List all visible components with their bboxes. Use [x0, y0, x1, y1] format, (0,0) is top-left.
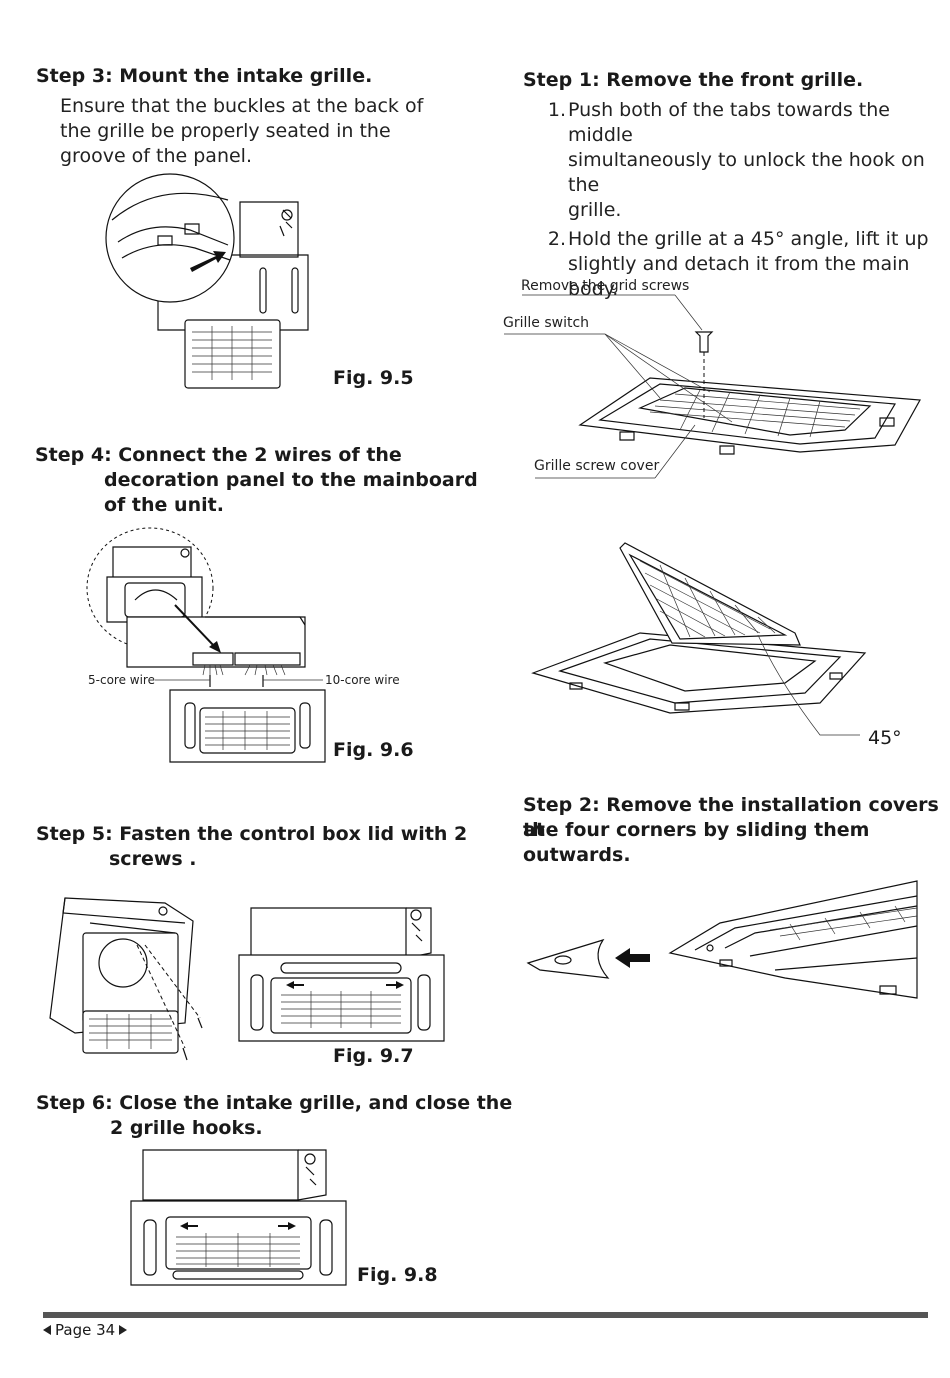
fig-9-7-right-illustration: [236, 903, 446, 1045]
step1-item-2-number: 2.: [547, 228, 566, 250]
step1-item-2-text: Hold the grille at a 45° angle, lift it …: [568, 227, 940, 302]
step1-item-1-line3: grille.: [568, 199, 622, 221]
step5-title-line2: screws .: [109, 848, 197, 870]
fig-9-6-illustration: [85, 525, 325, 765]
step1-item-1-number: 1.: [547, 99, 566, 121]
step6-title-line1: Step 6: Close the intake grille, and clo…: [36, 1092, 513, 1114]
fig-9-7-label: Fig. 9.7: [333, 1045, 414, 1067]
step1-item-1-text: Push both of the tabs towards the middle…: [568, 98, 940, 223]
fig-9-6-label: Fig. 9.6: [333, 739, 414, 761]
step1-item-2-line2: slightly and detach it from the main bod…: [568, 253, 910, 300]
fig-9-5-illustration: [100, 160, 320, 392]
step6-title-line2: 2 grille hooks.: [110, 1117, 263, 1139]
step1-instructions: 1. Push both of the tabs towards the mid…: [540, 98, 940, 302]
next-page-arrow-icon[interactable]: [119, 1325, 128, 1335]
callout-remove-grid-screws: Remove the grid screws: [521, 278, 690, 294]
callout-grille-screw-cover: Grille screw cover: [534, 458, 660, 474]
step2-title-line1: Step 2: Remove the installation covers a…: [523, 794, 939, 841]
callout-5-core-wire: 5-core wire: [88, 673, 155, 687]
footer-divider: [43, 1312, 928, 1318]
step1-item-2: 2. Hold the grille at a 45° angle, lift …: [540, 227, 940, 302]
grille-screws-illustration: [500, 280, 930, 480]
step1-item-1: 1. Push both of the tabs towards the mid…: [540, 98, 940, 223]
step1-item-1-line2: simultaneously to unlock the hook on the: [568, 149, 925, 196]
page-number: Page 34: [55, 1321, 116, 1339]
step5-title-line1: Step 5: Fasten the control box lid with …: [36, 823, 468, 845]
fig-9-5-label: Fig. 9.5: [333, 367, 414, 389]
callout-10-core-wire: 10-core wire: [325, 673, 400, 687]
corner-cover-illustration: [525, 878, 920, 1003]
step4-title-line2: decoration panel to the mainboard: [104, 469, 478, 491]
step4-title-line1: Step 4: Connect the 2 wires of the: [35, 444, 402, 466]
step1-item-2-line1: Hold the grille at a 45° angle, lift it …: [568, 228, 929, 250]
page-footer: Page 34: [43, 1321, 128, 1339]
step4-title-line3: of the unit.: [104, 494, 224, 516]
fig-9-8-illustration: [128, 1145, 350, 1290]
step3-text: Ensure that the buckles at the back of t…: [60, 95, 424, 167]
step1-title: Step 1: Remove the front grille.: [523, 69, 864, 91]
callout-grille-switch: Grille switch: [503, 315, 590, 331]
step3-title: Step 3: Mount the intake grille.: [36, 65, 373, 87]
step2-title-line2: the four corners by sliding them outward…: [523, 819, 870, 866]
grille-45-degree-illustration: [530, 543, 870, 743]
step1-item-1-line1: Push both of the tabs towards the middle: [568, 99, 890, 146]
angle-45-label: 45°: [868, 727, 902, 749]
fig-9-7-left-illustration: [45, 893, 205, 1068]
previous-page-arrow-icon[interactable]: [43, 1325, 51, 1335]
fig-9-8-label: Fig. 9.8: [357, 1264, 438, 1286]
